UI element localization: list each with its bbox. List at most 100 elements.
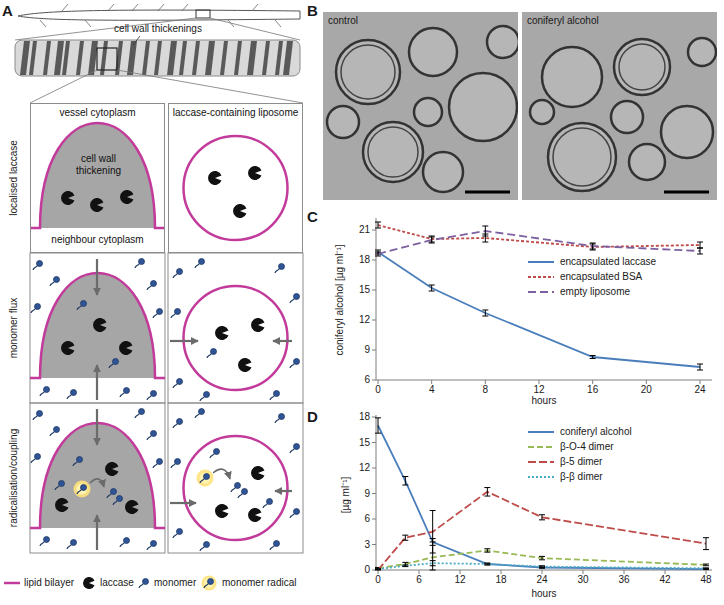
axis-line [376, 218, 377, 380]
error-bar [405, 477, 406, 486]
monomer [55, 481, 65, 491]
error-cap [539, 559, 545, 560]
data-line [378, 252, 700, 367]
legend-text: encapsulated laccase [560, 256, 656, 268]
tick-mark [700, 380, 701, 384]
error-cap [590, 243, 596, 244]
legend-text: encapsulated BSA [560, 271, 642, 283]
flux-arrow [170, 340, 198, 342]
axis-title: [µg ml⁻¹] [340, 477, 352, 514]
error-cap [484, 487, 490, 488]
tick-label: 18 [359, 254, 370, 266]
vesicle [336, 40, 400, 104]
flux-arrow [273, 340, 292, 342]
tick-label: 12 [359, 462, 370, 474]
monomer [33, 411, 43, 421]
error-cap [703, 568, 709, 569]
monomer [120, 538, 130, 548]
legend-text: laccase [100, 577, 134, 589]
error-cap [590, 355, 596, 356]
legend-sample [528, 476, 554, 478]
tick-mark [378, 380, 379, 384]
tick-label: 6 [364, 374, 370, 386]
monomer [113, 496, 123, 506]
rootlet [40, 20, 46, 27]
tick-label: 8 [483, 384, 489, 396]
monomer [147, 431, 157, 441]
error-cap [590, 250, 596, 251]
error-cap [402, 566, 408, 567]
rootlet [158, 4, 164, 11]
panel-box-outline [30, 403, 165, 553]
zoom-box [196, 10, 210, 18]
error-bar [487, 549, 488, 552]
laccase [125, 500, 138, 514]
error-cap [539, 519, 545, 520]
tick-label: 15 [359, 437, 370, 449]
zoom-line [210, 18, 300, 40]
monomer [153, 309, 163, 319]
tick-label: 16 [587, 384, 598, 396]
wall-thickening [54, 41, 64, 75]
monomer [67, 390, 77, 400]
wall-thickening [275, 41, 283, 75]
monomer [195, 259, 205, 269]
tick-label: 9 [364, 488, 370, 500]
vesicle [542, 47, 602, 107]
micrograph [323, 12, 518, 200]
wall-thickening [220, 41, 228, 75]
legend-sample [204, 579, 214, 589]
legend-sample [528, 431, 554, 433]
panel-box-outline [168, 403, 303, 553]
wall-thickening [142, 41, 150, 75]
laccase [120, 190, 133, 204]
tick-label: 48 [700, 574, 711, 586]
callout-label: cell wall thickenings [114, 23, 202, 35]
error-cap [590, 249, 596, 250]
vesicle-inner [368, 127, 418, 177]
cell-wall-thickening [40, 123, 155, 228]
wall-thickening [29, 41, 37, 75]
laccase [248, 166, 261, 180]
axis-title: hours [531, 395, 556, 407]
monomer [290, 359, 300, 369]
legend-text: lipid bilayer [24, 577, 74, 589]
tick-mark [372, 380, 376, 381]
tick-mark [372, 493, 376, 494]
error-cap [484, 564, 490, 565]
rootlet [275, 20, 281, 27]
tick-mark [431, 380, 432, 384]
error-cap [482, 242, 488, 243]
error-cap [482, 226, 488, 227]
monomer [31, 454, 41, 464]
vesicle [363, 122, 423, 182]
data-line [378, 563, 706, 569]
row-label: localised laccase [8, 140, 20, 216]
wall-thickening [76, 41, 84, 75]
monomer [171, 459, 181, 469]
monomer [290, 294, 300, 304]
vesicle [449, 73, 517, 141]
monomer [147, 281, 157, 291]
error-cap [590, 358, 596, 359]
tick-mark [372, 320, 376, 321]
tick-label: 12 [359, 314, 370, 326]
wall-thickening [247, 41, 257, 75]
scale-bar [465, 191, 510, 194]
monomer [290, 509, 300, 519]
tick-label: 24 [536, 574, 547, 586]
tick-mark [583, 570, 584, 574]
wall-thickening [205, 41, 215, 75]
error-bar [378, 418, 379, 433]
laccase [248, 508, 261, 522]
axis-line [376, 415, 377, 570]
column-heading: laccase-containing liposome [171, 107, 300, 119]
tick-mark [665, 570, 666, 574]
wall-thickening [179, 41, 187, 75]
error-cap [539, 556, 545, 557]
legend-sample [139, 579, 149, 589]
vesicle [414, 98, 442, 126]
monomer [195, 409, 205, 419]
tick-label: 30 [577, 574, 588, 586]
